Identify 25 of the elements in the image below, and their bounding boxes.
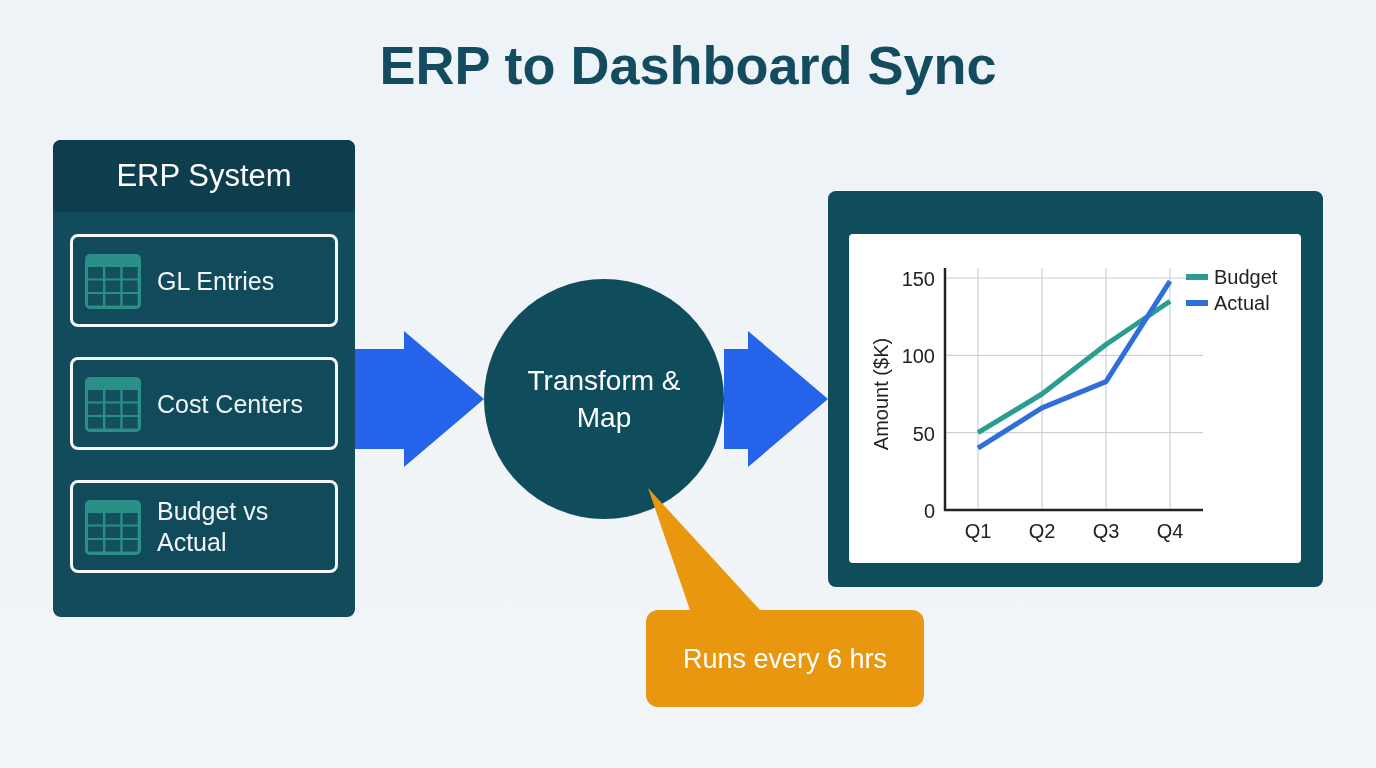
legend-label: Budget bbox=[1214, 266, 1278, 288]
system-panel bbox=[53, 140, 355, 617]
panel-header: ERP System bbox=[53, 140, 355, 212]
legend-label: Actual bbox=[1214, 292, 1270, 314]
card-label: Budget vs Actual bbox=[157, 495, 270, 558]
axis-tick-label: 100 bbox=[901, 345, 935, 368]
axis-tick-label: Q4 bbox=[1156, 520, 1184, 542]
axis-tick-label: Q2 bbox=[1028, 520, 1056, 542]
axis-tick-label: Q1 bbox=[964, 520, 992, 542]
block-arrow bbox=[355, 331, 484, 467]
dashboard-panel bbox=[828, 191, 1323, 587]
process-label: Transform & Map bbox=[526, 364, 682, 435]
card-label: Cost Centers bbox=[157, 388, 304, 419]
diagram-title: ERP to Dashboard Sync bbox=[379, 34, 997, 96]
axis-tick-label: 150 bbox=[901, 268, 935, 290]
card-label: GL Entries bbox=[157, 265, 276, 296]
data-source-card bbox=[70, 234, 338, 327]
data-source-card bbox=[70, 357, 338, 450]
block-arrow bbox=[724, 331, 828, 467]
callout-text: Runs every 6 hrs bbox=[682, 643, 888, 674]
data-source-card bbox=[70, 480, 338, 573]
axis-tick-label: 50 bbox=[912, 422, 935, 445]
axis-tick-label: 0 bbox=[923, 500, 935, 522]
axis-title: Amount ($K) bbox=[870, 337, 892, 451]
axis-tick-label: Q3 bbox=[1092, 520, 1120, 542]
